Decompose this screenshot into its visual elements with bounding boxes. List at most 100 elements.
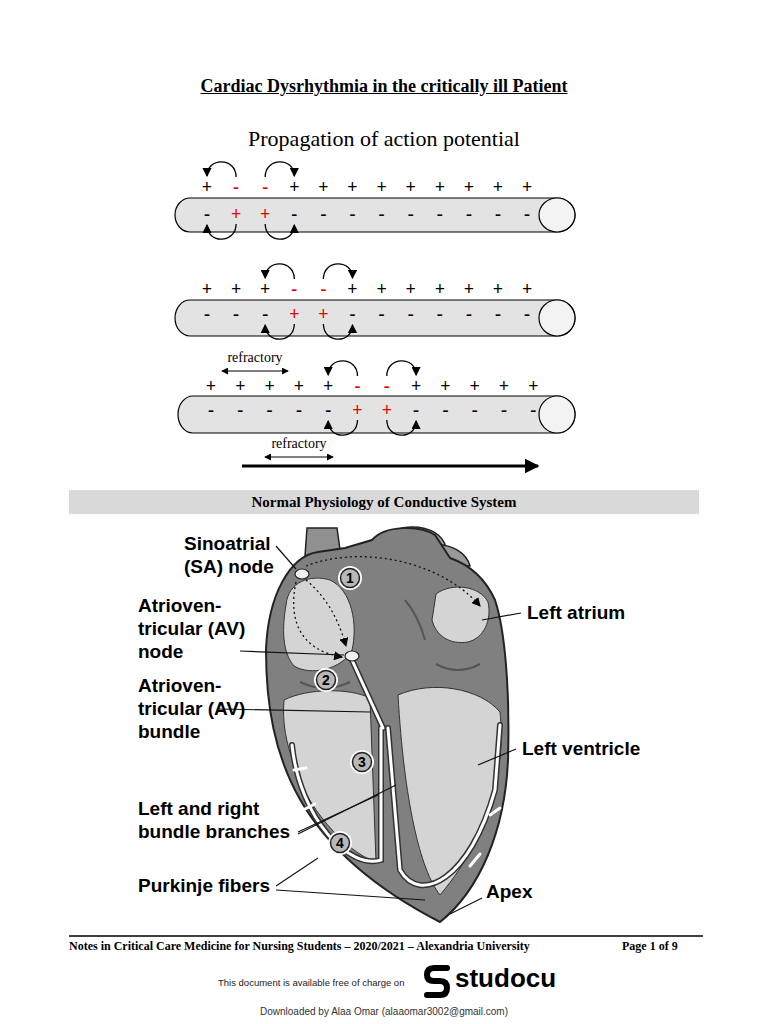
current-arcs xyxy=(207,162,416,435)
callout-ring xyxy=(350,750,374,774)
axon-body xyxy=(175,198,575,232)
current-arrow xyxy=(328,420,357,435)
charge-sign: - xyxy=(384,377,390,395)
part-label: Left ventricle xyxy=(522,737,640,760)
callout-disc xyxy=(331,834,350,853)
charge-sign: - xyxy=(267,401,273,419)
heart-illustration xyxy=(266,527,508,922)
charge-sign: + xyxy=(260,205,270,223)
watermark-text: Downloaded by Alaa Omar (alaaomar3002@gm… xyxy=(260,1006,508,1017)
charge-sign: + xyxy=(435,178,445,196)
charge-sign: - xyxy=(233,178,239,196)
charge-sign: - xyxy=(233,305,239,323)
charge-sign: + xyxy=(323,377,333,395)
charge-sign: + xyxy=(522,178,532,196)
watermark-text: This document is available free of charg… xyxy=(218,977,404,988)
axon-body xyxy=(178,396,575,433)
internodal-pathway xyxy=(294,557,480,657)
charge-sign: - xyxy=(437,205,443,223)
charge-sign: + xyxy=(406,178,416,196)
logo-symbol xyxy=(427,968,447,995)
charge-sign: - xyxy=(501,401,507,419)
charge-sign: - xyxy=(208,401,214,419)
charge-sign: + xyxy=(528,377,538,395)
current-arrow xyxy=(387,420,416,435)
charge-sign: + xyxy=(382,401,392,419)
charge-sign: - xyxy=(379,205,385,223)
axon-end xyxy=(539,198,575,232)
charge-sign: - xyxy=(296,401,302,419)
charge-sign: - xyxy=(262,178,268,196)
direction-arrow xyxy=(242,465,538,468)
right-atrium xyxy=(284,578,355,671)
valve xyxy=(436,664,480,670)
charge-sign: + xyxy=(464,280,474,298)
left-atrium xyxy=(432,587,489,643)
charge-sign: - xyxy=(237,401,243,419)
charge-sign: - xyxy=(408,205,414,223)
footer-rule xyxy=(69,935,703,937)
charge-sign: - xyxy=(320,205,326,223)
charge-sign: + xyxy=(202,178,212,196)
charge-sign: + xyxy=(347,280,357,298)
charge-sign: - xyxy=(524,205,530,223)
charge-sign: - xyxy=(291,205,297,223)
charge-sign: - xyxy=(472,401,478,419)
region-label: refractory xyxy=(271,436,326,452)
sa-node xyxy=(295,569,309,579)
current-arrow xyxy=(265,162,294,177)
charge-sign: - xyxy=(350,305,356,323)
conduction-outline xyxy=(292,660,500,885)
charge-sign: - xyxy=(204,305,210,323)
diagram-subtitle: Propagation of action potential xyxy=(248,126,520,152)
charge-sign: - xyxy=(524,305,530,323)
av-node xyxy=(345,651,359,661)
charge-sign: + xyxy=(435,280,445,298)
charge-sign: + xyxy=(522,280,532,298)
current-arrow xyxy=(323,264,352,279)
callout-number: 1 xyxy=(338,566,362,590)
charge-sign: + xyxy=(352,401,362,419)
callout-disc xyxy=(317,671,336,690)
current-arrow xyxy=(265,264,294,279)
charge-sign: + xyxy=(289,178,299,196)
charge-sign: + xyxy=(260,280,270,298)
charge-sign: + xyxy=(376,280,386,298)
left-ventricle xyxy=(398,687,501,895)
charge-sign: + xyxy=(264,377,274,395)
part-label: Sinoatrial (SA) node xyxy=(184,532,284,578)
charge-sign: - xyxy=(204,205,210,223)
page-title: Cardiac Dysrhythmia in the critically il… xyxy=(0,76,768,97)
charge-sign: - xyxy=(442,401,448,419)
charge-sign: - xyxy=(466,205,472,223)
charge-sign: + xyxy=(376,178,386,196)
callout-number: 2 xyxy=(314,668,338,692)
charge-sign: - xyxy=(320,280,326,298)
part-label: Atrioven- tricular (AV) node xyxy=(138,594,256,663)
charge-sign: - xyxy=(350,205,356,223)
footer-text: Notes in Critical Care Medicine for Nurs… xyxy=(69,939,530,954)
current-arrow xyxy=(328,361,357,376)
valve xyxy=(405,600,425,640)
charge-sign: - xyxy=(437,305,443,323)
callout-ring xyxy=(328,831,352,855)
charge-sign: + xyxy=(289,305,299,323)
charge-sign: - xyxy=(495,205,501,223)
charge-sign: - xyxy=(530,401,536,419)
charge-sign: + xyxy=(318,305,328,323)
logo-text: studocu xyxy=(455,963,556,994)
part-label: Atrioven- tricular (AV) bundle xyxy=(138,674,256,743)
section-band: Normal Physiology of Conductive System xyxy=(69,490,699,514)
charge-sign: - xyxy=(355,377,361,395)
current-arrow xyxy=(387,361,416,376)
current-arrow xyxy=(207,224,236,239)
current-arrow xyxy=(265,224,294,239)
charge-sign: + xyxy=(318,178,328,196)
charge-sign: + xyxy=(493,280,503,298)
callout-disc xyxy=(353,753,372,772)
charge-sign: - xyxy=(291,280,297,298)
charge-sign: + xyxy=(231,280,241,298)
node-text: 3 xyxy=(358,754,366,770)
part-label: Left atrium xyxy=(527,601,625,624)
charge-sign: + xyxy=(470,377,480,395)
